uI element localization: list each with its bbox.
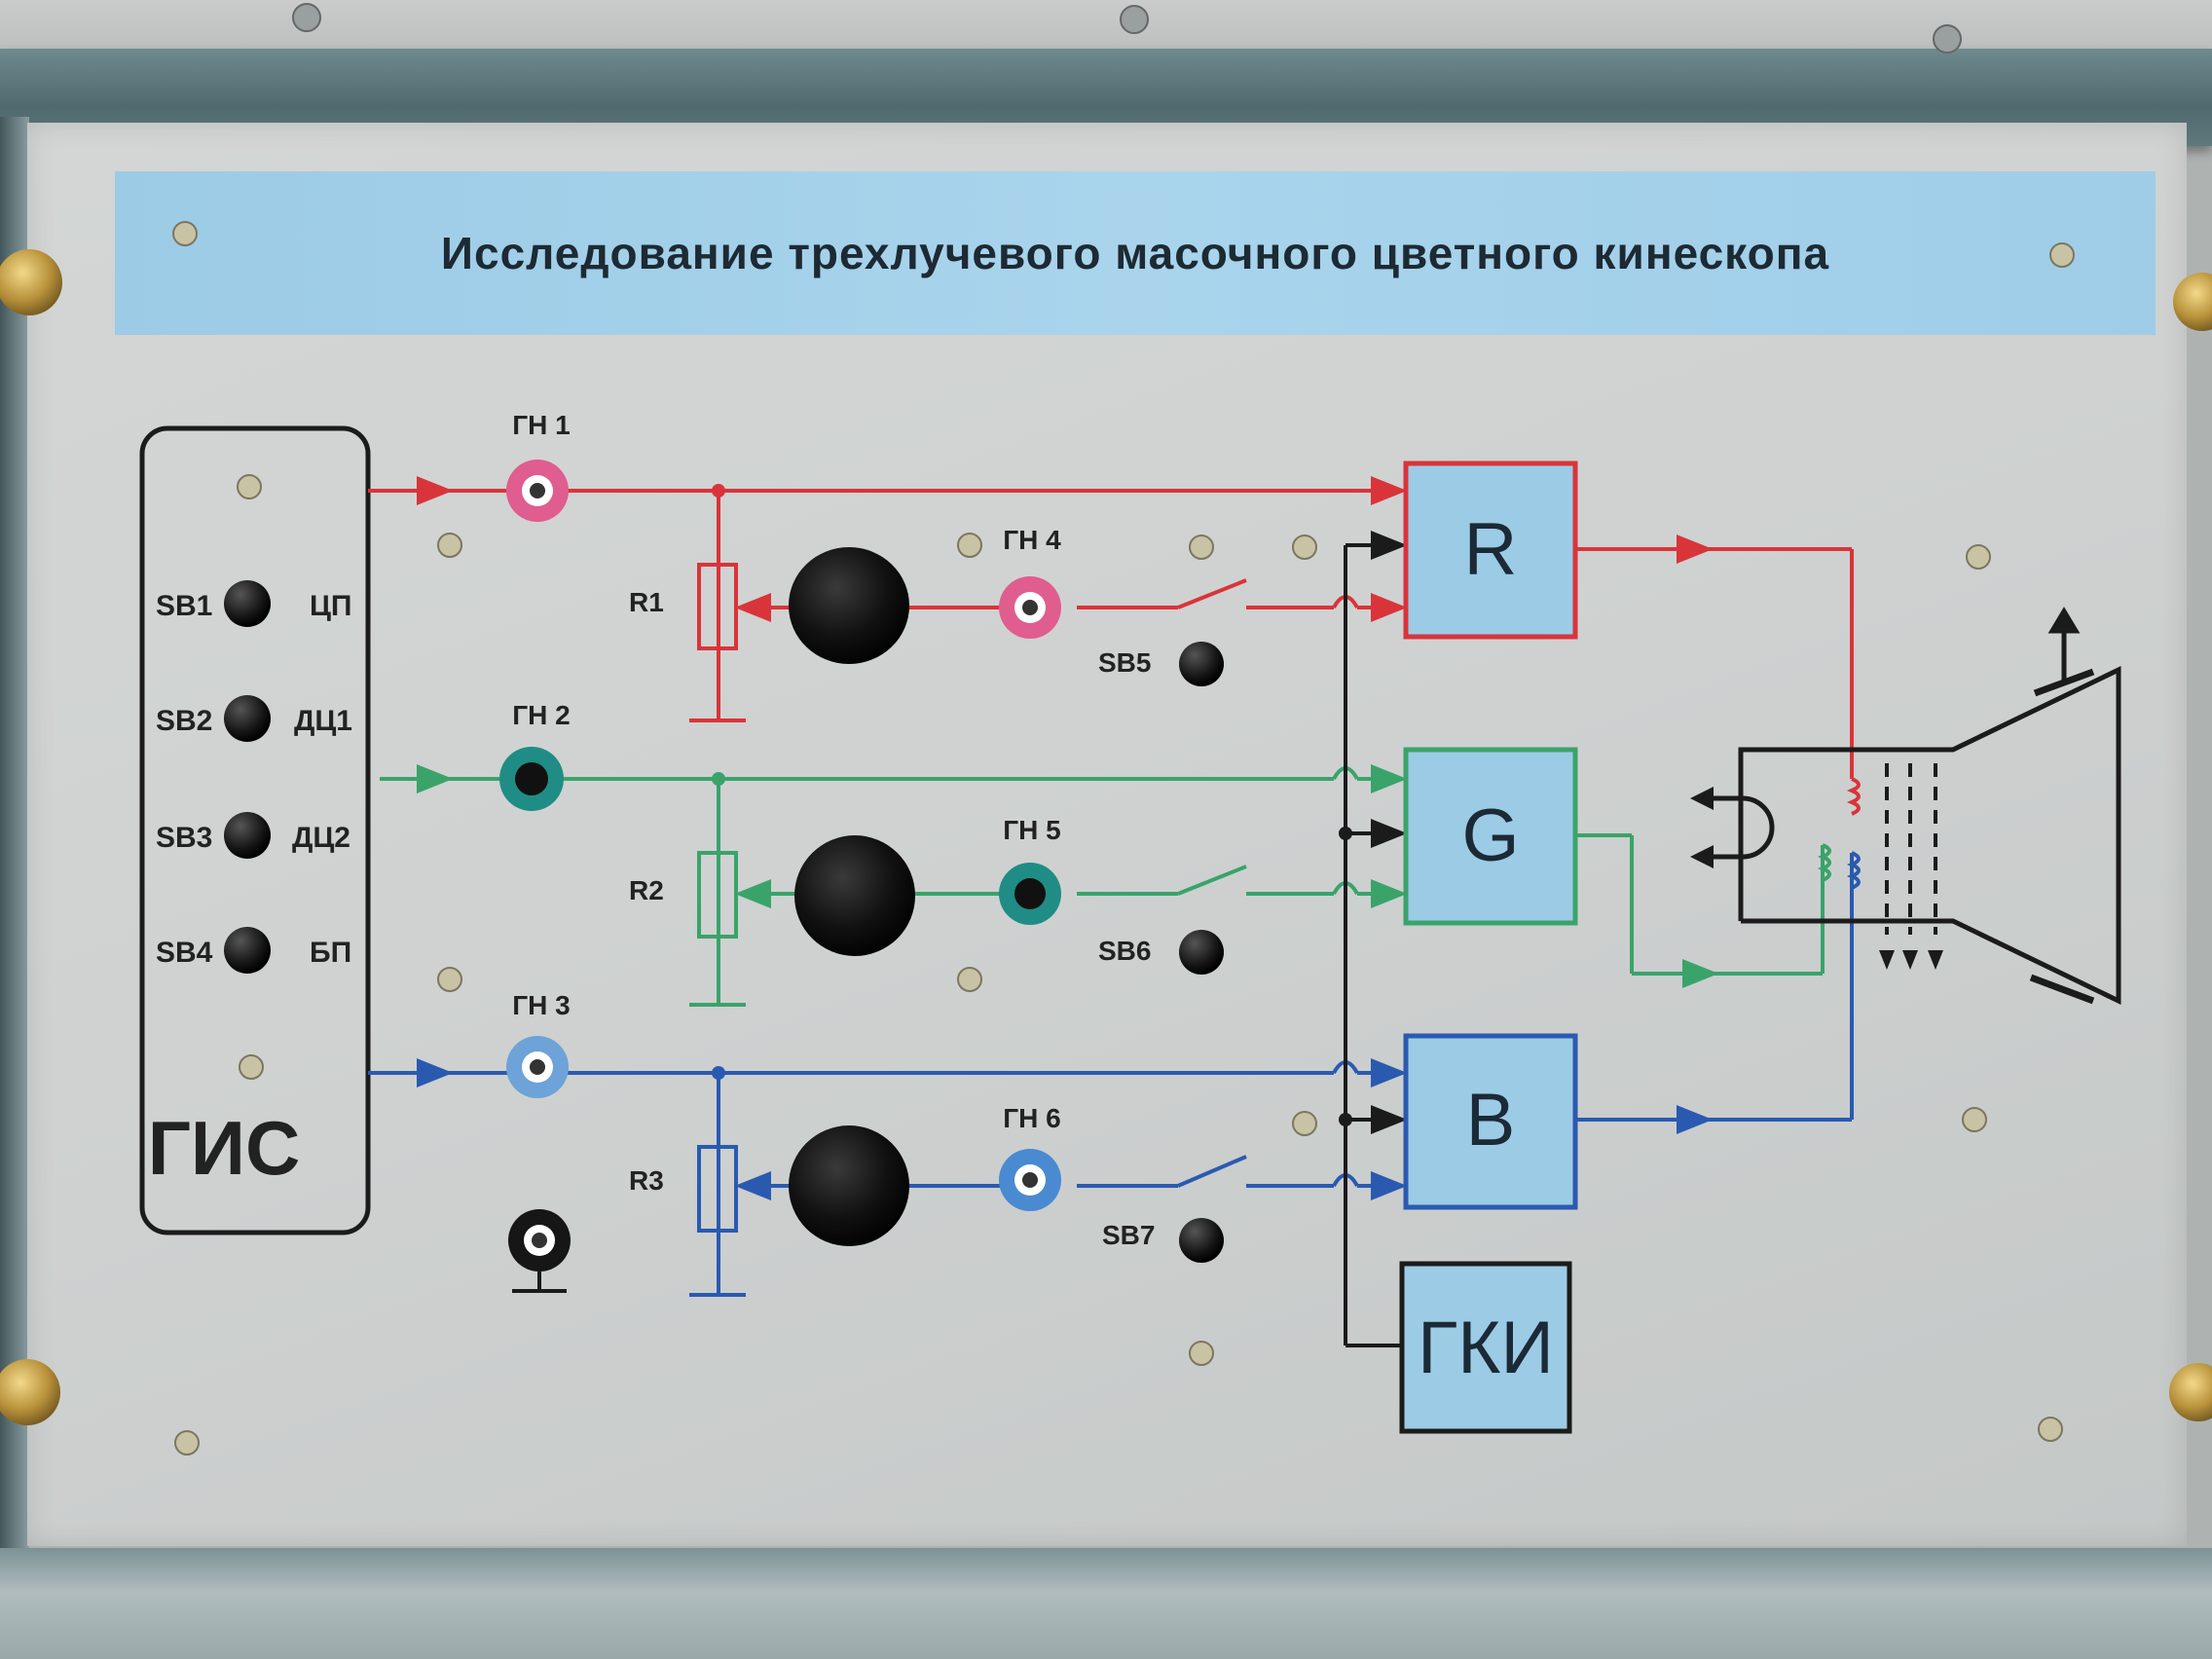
- sb1-label: SB1: [156, 590, 212, 622]
- resistor-r1: [697, 563, 738, 650]
- gn1-label: ГН 1: [512, 410, 570, 440]
- knob-r1[interactable]: [789, 547, 909, 664]
- jack-gn4[interactable]: [999, 576, 1061, 639]
- sb7-label: SB7: [1102, 1220, 1155, 1250]
- r1-label: R1: [629, 587, 664, 617]
- red-channel: [368, 476, 1861, 816]
- sb3-label: SB3: [156, 822, 212, 854]
- amplifier-g-label: G: [1461, 794, 1519, 877]
- amplifier-b: [1403, 1033, 1578, 1210]
- button-sb5[interactable]: [1179, 642, 1224, 686]
- sb5-label: SB5: [1098, 647, 1151, 678]
- resistor-r2: [697, 851, 738, 939]
- button-sb1[interactable]: [224, 580, 271, 627]
- jack-gn2[interactable]: [499, 747, 564, 811]
- crt-electron-beams: [1879, 950, 1943, 970]
- amplifier-b-label: B: [1466, 1079, 1516, 1161]
- bottom-frame-rail: [0, 1548, 2212, 1659]
- gn3-label: ГН 3: [512, 990, 570, 1020]
- button-sb2[interactable]: [224, 695, 271, 742]
- generator-label: ГИС: [148, 1105, 301, 1191]
- amplifier-r: [1403, 461, 1578, 640]
- top-screws: [292, 3, 1962, 54]
- sb2-label: SB2: [156, 705, 212, 737]
- generator-block: [139, 425, 371, 1235]
- gn4-label: ГН 4: [1003, 525, 1061, 555]
- jack-gn6[interactable]: [999, 1149, 1061, 1211]
- left-frame-rail: [0, 117, 29, 1567]
- button-sb4[interactable]: [224, 927, 271, 974]
- brass-bolts: [0, 249, 2212, 1425]
- green-channel: [380, 764, 1831, 1007]
- pulse-generator-label: ГКИ: [1418, 1307, 1554, 1389]
- sb4-function-label: БП: [310, 937, 351, 969]
- r2-label: R2: [629, 875, 664, 905]
- panel-title: Исследование трехлучевого масочного цвет…: [440, 228, 1830, 278]
- button-sb6[interactable]: [1179, 930, 1224, 975]
- jack-gn5[interactable]: [999, 863, 1061, 925]
- sb2-function-label: ДЦ1: [294, 705, 352, 737]
- sb4-label: SB4: [156, 937, 213, 969]
- gn6-label: ГН 6: [1003, 1103, 1060, 1133]
- resistor-r3: [697, 1145, 738, 1233]
- panel-screws: [172, 221, 2075, 1456]
- sb6-label: SB6: [1098, 936, 1151, 966]
- button-sb7[interactable]: [1179, 1218, 1224, 1263]
- pulse-generator-block: [1399, 1261, 1572, 1434]
- sb3-function-label: ДЦ2: [292, 822, 350, 854]
- title-banner: Исследование трехлучевого масочного цвет…: [115, 171, 2156, 335]
- crt-grids: [1885, 763, 1937, 935]
- gn2-label: ГН 2: [512, 700, 570, 730]
- amplifier-r-label: R: [1464, 508, 1518, 591]
- front-panel: [27, 123, 2187, 1546]
- knob-r2[interactable]: [794, 835, 915, 956]
- amplifier-g: [1403, 747, 1578, 926]
- r3-label: R3: [629, 1165, 664, 1196]
- sync-bus: [1344, 531, 1408, 1347]
- jack-gn1[interactable]: [506, 460, 569, 522]
- sb1-function-label: ЦП: [310, 590, 351, 622]
- kinescope-crt: [1690, 607, 2121, 1005]
- jack-ground[interactable]: [508, 1209, 571, 1293]
- knob-r3[interactable]: [789, 1125, 909, 1246]
- gn5-label: ГН 5: [1003, 815, 1060, 845]
- jack-gn3[interactable]: [506, 1036, 569, 1098]
- button-sb3[interactable]: [224, 812, 271, 859]
